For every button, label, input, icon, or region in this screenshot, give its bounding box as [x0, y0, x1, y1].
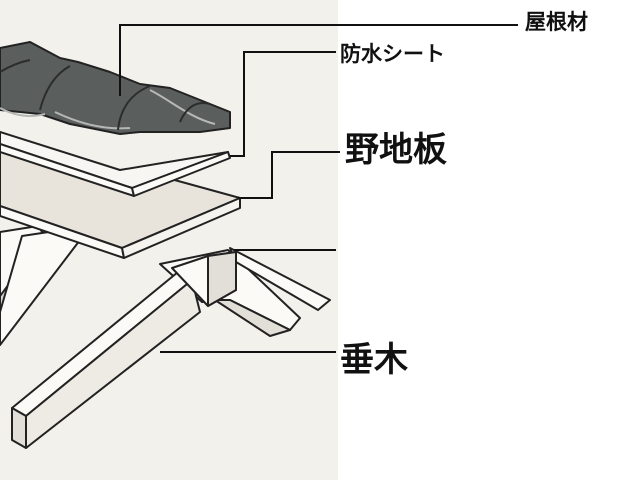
roof-tiles — [0, 41, 231, 135]
leader-waterproof-sheet — [230, 51, 336, 157]
sheathing-board — [0, 151, 241, 259]
label-rafter: 垂木 — [340, 340, 408, 380]
label-sheathing: 野地板 — [345, 130, 447, 170]
leader-sheathing — [238, 151, 340, 199]
label-waterproof-sheet: 防水シート — [340, 42, 445, 66]
label-roofing: 屋根材 — [525, 10, 588, 34]
leader-roofing — [119, 24, 518, 96]
leader-lines — [119, 24, 518, 353]
rafters — [0, 225, 331, 449]
waterproof-sheet — [0, 131, 231, 197]
